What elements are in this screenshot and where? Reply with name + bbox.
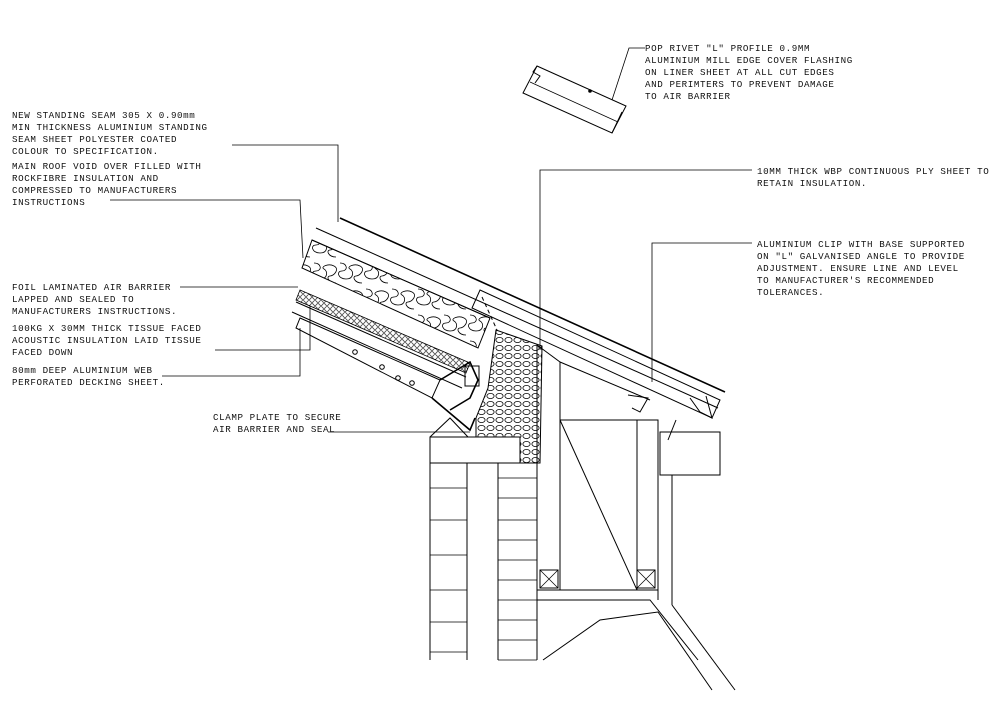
roof-void-rockfibre	[475, 329, 543, 464]
note-foil-barrier: FOIL LAMINATED AIR BARRIER LAPPED AND SE…	[12, 282, 177, 317]
note-pop-rivet: POP RIVET "L" PROFILE 0.9MM ALUMINIUM MI…	[645, 43, 859, 102]
note-roof-void: MAIN ROOF VOID OVER FILLED WITH ROCKFIBR…	[12, 161, 208, 208]
annotations: POP RIVET "L" PROFILE 0.9MM ALUMINIUM MI…	[12, 43, 995, 435]
perforation-icon	[395, 375, 401, 381]
note-acoustic: 100KG X 30MM THICK TISSUE FACED ACOUSTIC…	[12, 323, 208, 358]
note-clamp-plate: CLAMP PLATE TO SECURE AIR BARRIER AND SE…	[213, 412, 348, 435]
leader-lines	[110, 47, 752, 433]
roof-buildup	[291, 217, 726, 432]
note-standing-seam: NEW STANDING SEAM 305 X 0.90mm MIN THICK…	[12, 110, 214, 157]
note-clip: ALUMINIUM CLIP WITH BASE SUPPORTED ON "L…	[757, 239, 971, 298]
flashing-inset-detail	[522, 65, 627, 134]
masonry-wall	[429, 344, 736, 691]
perforation-icon	[409, 380, 415, 386]
note-ply-sheet: 10MM THICK WBP CONTINUOUS PLY SHEET TO R…	[757, 166, 995, 189]
brick-courses	[430, 477, 537, 661]
perforation-icon	[379, 364, 385, 370]
perforation-icon	[352, 349, 358, 355]
note-decking: 80mm DEEP ALUMINIUM WEB PERFORATED DECKI…	[12, 365, 165, 388]
rivet-icon	[588, 89, 592, 93]
